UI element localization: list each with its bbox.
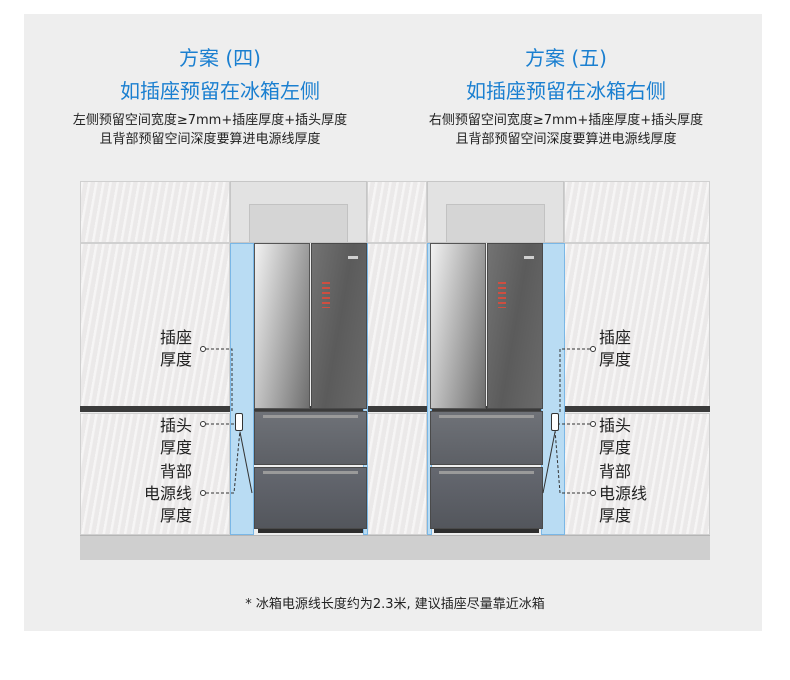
right-countertop [367,406,710,412]
left-clearance-gap [230,243,254,535]
right-upper-cabinet [564,181,710,243]
left-plug-label-2: 厚度 [159,438,192,457]
middle-lower-cabinet [367,413,427,535]
right-plan-desc-1: 右侧预留空间宽度≥7mm+插座厚度+插头厚度 [428,113,704,128]
left-cable-label-1: 背部 [159,462,192,481]
left-socket-label-1: 插座 [159,328,192,347]
left-socket-label-2: 厚度 [159,350,192,369]
right-plug-label-1: 插头 [599,416,632,435]
left-lower-cabinet [80,413,230,535]
right-cable-label-1: 背部 [599,462,632,481]
middle-upper-cabinet [367,181,427,243]
left-fridge [254,243,367,533]
right-clearance-gap [541,243,565,535]
right-lower-cabinet [564,413,710,535]
right-plug-label-2: 厚度 [599,438,632,457]
right-cable-label-2: 电源线 [599,484,648,503]
footnote: * 冰箱电源线长度约为2.3米, 建议插座尽量靠近冰箱 [245,597,545,612]
left-cable-label-3: 厚度 [159,506,192,525]
left-plan-desc-1: 左侧预留空间宽度≥7mm+插座厚度+插头厚度 [72,113,348,128]
right-top-niche [427,181,564,243]
right-tall-cabinet [564,243,710,409]
floor-base [80,535,710,560]
left-cable-label-2: 电源线 [143,484,192,503]
left-upper-cabinet [80,181,230,243]
left-plan-subtitle: 如插座预留在冰箱左侧 [120,79,320,103]
right-plan-title: 方案 (五) [525,46,607,70]
left-tall-cabinet [80,243,230,409]
left-top-niche [230,181,367,243]
right-cable-label-3: 厚度 [599,506,632,525]
left-plug-icon [235,413,243,431]
right-fridge [430,243,543,533]
right-socket-label-1: 插座 [599,328,632,347]
middle-tall-cabinet [367,243,427,409]
right-plan-desc-2: 且背部预留空间深度要算进电源线厚度 [455,132,677,147]
left-countertop [80,406,367,412]
right-plan-subtitle: 如插座预留在冰箱右侧 [466,79,666,103]
left-plug-label-1: 插头 [159,416,192,435]
right-socket-label-2: 厚度 [599,350,632,369]
left-plan-desc-2: 且背部预留空间深度要算进电源线厚度 [99,132,321,147]
left-plan-title: 方案 (四) [179,46,261,70]
